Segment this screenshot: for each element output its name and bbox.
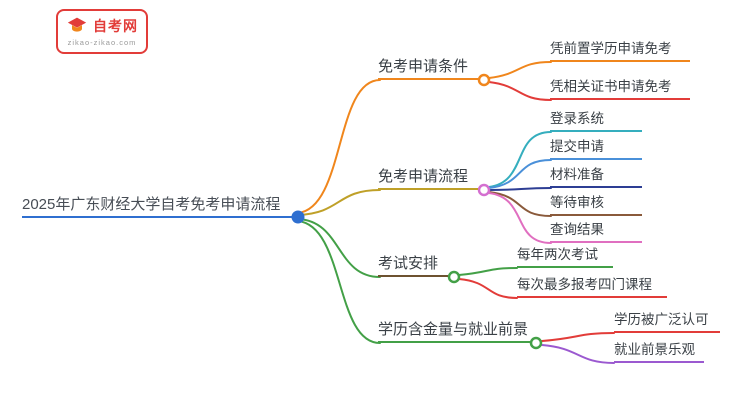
- child-node-two-exams-per-year: 每年两次考试: [517, 242, 613, 268]
- child-node-optimistic-prospects: 就业前景乐观: [614, 337, 704, 363]
- child-node-await-review: 等待审核: [550, 190, 642, 216]
- root-label: 2025年广东财经大学自考免考申请流程: [22, 195, 281, 213]
- connector-root-branch2: [297, 189, 381, 216]
- child-node-max-four-courses: 每次最多报考四门课程: [517, 272, 667, 298]
- branch-label: 免考申请条件: [378, 57, 469, 75]
- branch1-node-circle: [477, 73, 491, 87]
- branch-node-exemption-conditions: 免考申请条件: [378, 54, 478, 80]
- branch2-node-circle: [477, 183, 491, 197]
- connector-root-branch3: [297, 218, 381, 278]
- connector-b2-child1: [488, 131, 552, 188]
- logo-row: 自考网: [66, 16, 138, 36]
- child-label: 学历被广泛认可: [614, 312, 709, 328]
- root-node: 2025年广东财经大学自考免考申请流程: [22, 192, 298, 218]
- branch-label: 免考申请流程: [378, 167, 469, 185]
- logo-title: 自考网: [93, 18, 138, 34]
- branch-label: 学历含金量与就业前景: [378, 320, 529, 338]
- connector-b4-child1: [541, 332, 615, 342]
- child-node-prior-degree: 凭前置学历申请免考: [550, 36, 690, 62]
- branch4-node-circle: [529, 336, 543, 350]
- connector-b3-child1: [458, 267, 518, 276]
- branch-label: 考试安排: [378, 254, 439, 272]
- child-label: 查询结果: [550, 222, 604, 238]
- logo-subtitle: zikao-zikao.com: [67, 38, 137, 47]
- child-node-prepare-materials: 材料准备: [550, 162, 642, 188]
- branch-node-exam-schedule: 考试安排: [378, 251, 448, 277]
- child-label: 每年两次考试: [517, 247, 598, 263]
- branch-node-application-process: 免考申请流程: [378, 164, 478, 190]
- child-node-widely-recognized: 学历被广泛认可: [614, 307, 720, 333]
- child-label: 每次最多报考四门课程: [517, 277, 652, 293]
- connector-b2-child2: [488, 159, 552, 189]
- branch-node-degree-value-career: 学历含金量与就业前景: [378, 317, 530, 343]
- connector-b1-child1: [488, 61, 552, 79]
- connector-root-branch4: [297, 220, 381, 344]
- child-label: 就业前景乐观: [614, 342, 695, 358]
- graduation-cap-icon: [67, 17, 87, 32]
- child-label: 材料准备: [550, 167, 604, 183]
- connector-b1-child2: [488, 81, 552, 101]
- connector-b4-child2: [541, 344, 615, 364]
- connector-b2-child3: [488, 187, 552, 191]
- child-label: 凭相关证书申请免考: [550, 79, 672, 95]
- child-node-certificates: 凭相关证书申请免考: [550, 74, 690, 100]
- child-node-check-results: 查询结果: [550, 217, 642, 243]
- child-label: 等待审核: [550, 195, 604, 211]
- root-node-circle: [291, 210, 305, 224]
- child-node-login-system: 登录系统: [550, 106, 642, 132]
- child-label: 凭前置学历申请免考: [550, 41, 672, 57]
- logo: 自考网 zikao-zikao.com: [56, 9, 148, 54]
- child-node-submit-application: 提交申请: [550, 134, 642, 160]
- child-label: 登录系统: [550, 111, 604, 127]
- branch3-node-circle: [447, 270, 461, 284]
- connector-b2-child5: [488, 192, 552, 244]
- connector-b2-child4: [488, 191, 552, 217]
- connector-root-branch1: [297, 79, 381, 214]
- connector-b3-child2: [458, 278, 518, 299]
- child-label: 提交申请: [550, 139, 604, 155]
